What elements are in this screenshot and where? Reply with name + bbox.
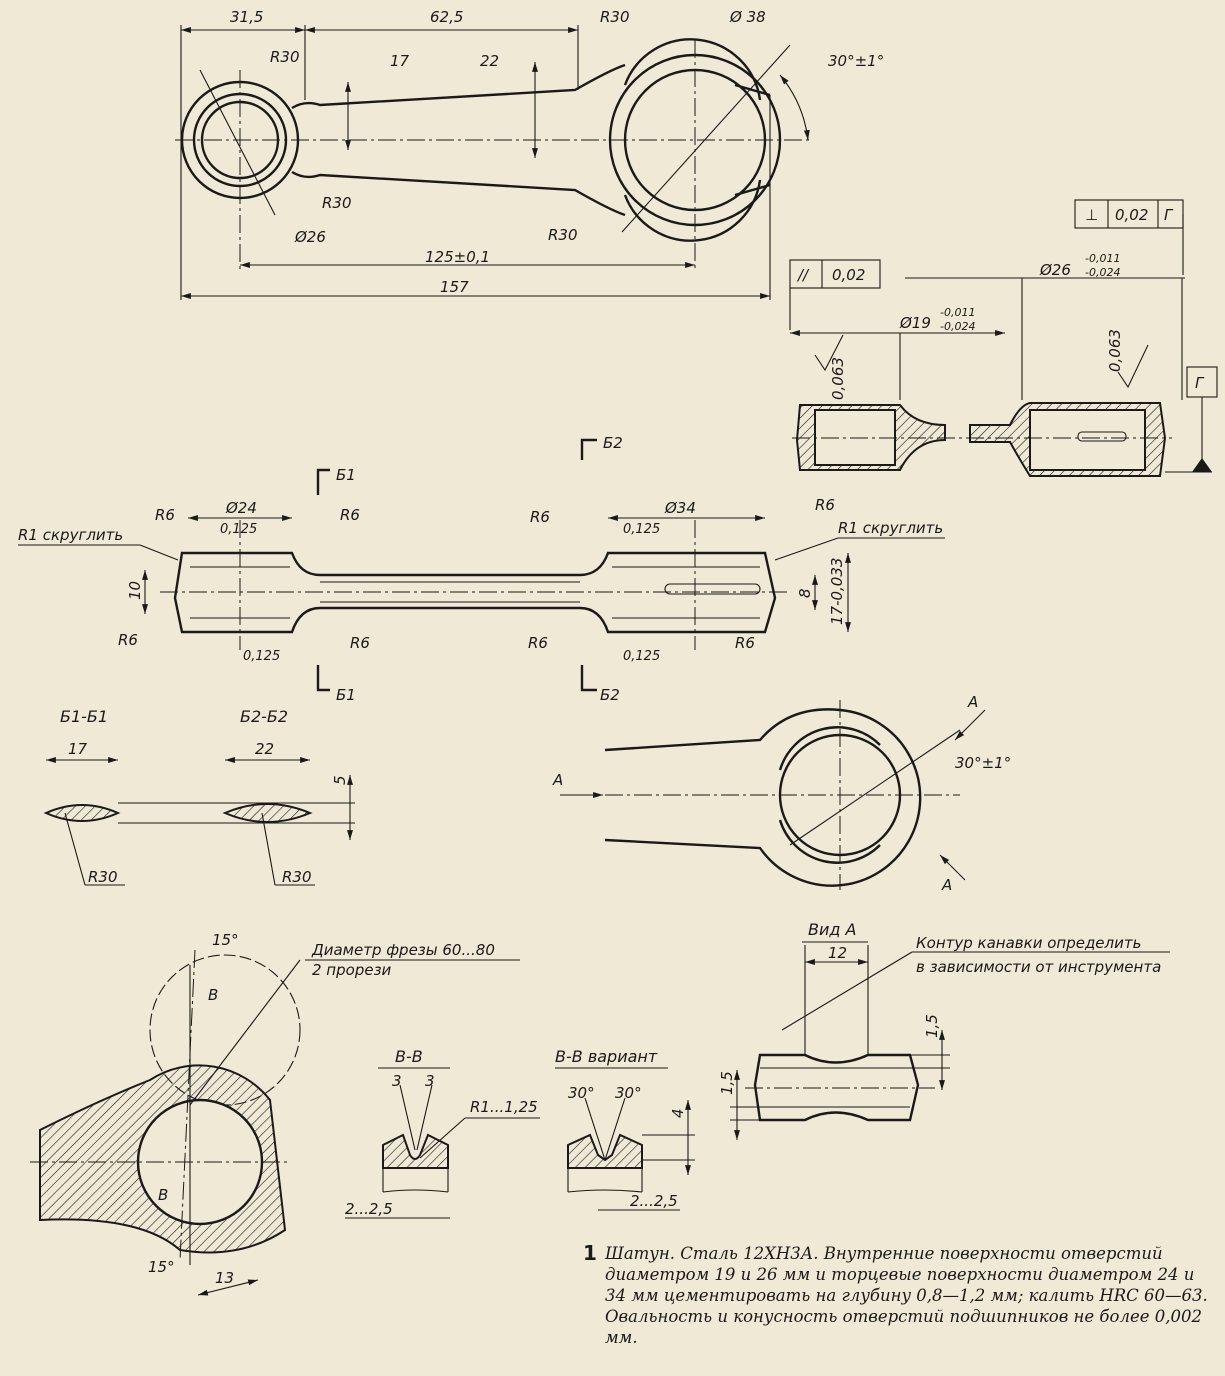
section-b1-top: Б1 [336, 466, 356, 484]
parallelism-value: 0,02 [832, 266, 865, 284]
section-b2-top: Б2 [603, 434, 623, 452]
dia-19-label: Ø19 [899, 314, 931, 332]
section-thickness: 5 [331, 775, 349, 785]
dim-dia-26: Ø26 [294, 228, 326, 246]
tol-0125-a: 0,125 [220, 522, 257, 537]
arrow-view: A A A 30°±1° [552, 693, 1011, 894]
caption: 1 Шатун. Сталь 12ХН3А. Внутренние поверх… [583, 1243, 1210, 1348]
dia-26-upper-tol: -0,011 [1085, 252, 1120, 265]
dia-19-lower-tol: -0,024 [940, 320, 975, 333]
section-b2-bottom: Б2 [600, 686, 620, 704]
dim-dia-34: Ø34 [664, 499, 696, 517]
vv-radius: R1...1,25 [470, 1098, 538, 1116]
dim-r30-lower-left: R30 [322, 194, 352, 212]
variant-depth: 2...2,5 [630, 1192, 678, 1210]
r6-g: R6 [528, 634, 548, 652]
dim-r30-lower-right: R30 [548, 226, 578, 244]
dim-17-033: 17-0,033 [828, 558, 846, 625]
cuts-note: 2 прорези [312, 961, 392, 979]
perpendicularity-symbol: ⊥ [1085, 206, 1098, 224]
parallelism-symbol: // [796, 266, 810, 284]
perpendicularity-value: 0,02 [1115, 206, 1148, 224]
bearing-detail-view: ⊥ 0,02 Г // 0,02 Ø26 -0,011 -0,024 Ø19 -… [789, 199, 1218, 477]
vv-section-title: В-В [395, 1047, 423, 1066]
plan-view: 31,5 62,5 R30 Ø 38 30°±1° R30 17 22 R30 … [175, 8, 884, 300]
r6-c: R6 [530, 508, 550, 526]
dim-angle-30: 30°±1° [828, 52, 884, 70]
dim-31-5: 31,5 [230, 8, 263, 26]
dia-19-upper-tol: -0,011 [940, 306, 975, 319]
section-b1-bottom: Б1 [336, 686, 356, 704]
slot-angle-bottom: 15° [148, 1258, 175, 1276]
r1-right-note: R1 скруглить [838, 519, 943, 537]
section-b1-width: 17 [68, 740, 88, 758]
vv-dim-3a: 3 [392, 1072, 402, 1090]
tol-0125-b: 0,125 [623, 522, 660, 537]
perpendicularity-datum: Г [1164, 206, 1174, 224]
view-angle-30: 30°±1° [955, 754, 1011, 772]
roughness-right: 0,063 [1106, 329, 1124, 372]
view-a-arrow-left: A [552, 771, 563, 789]
r30-section-b: R30 [282, 868, 312, 886]
variant-angle-b: 30° [615, 1084, 642, 1102]
vv-variant-section: В-В вариант 30° 30° 4 2...2,5 [555, 1047, 695, 1211]
r6-f: R6 [350, 634, 370, 652]
variant-angle-a: 30° [568, 1084, 595, 1102]
view-a-width-12: 12 [828, 944, 847, 962]
view-a-arrow-top: A [967, 693, 978, 711]
dia-26-label: Ø26 [1039, 261, 1071, 279]
r6-h: R6 [735, 634, 755, 652]
dim-17: 17 [390, 52, 410, 70]
dim-dia-24: Ø24 [225, 499, 257, 517]
section-v-top: В [208, 986, 218, 1004]
view-a: Вид А 12 Контур канавки определить в зав… [718, 920, 1170, 1140]
r1-left-note: R1 скруглить [18, 526, 123, 544]
slot-angle-top: 15° [212, 931, 239, 949]
view-a-dim-15b: 1,5 [718, 1071, 736, 1095]
variant-dim-4: 4 [669, 1108, 687, 1118]
slot-view: 15° 15° Диаметр фрезы 60...80 2 прорези … [30, 931, 520, 1296]
tol-0125-d: 0,125 [623, 649, 660, 664]
dia-26-lower-tol: -0,024 [1085, 266, 1120, 279]
section-b1-title: Б1-Б1 [60, 707, 108, 726]
dim-22: 22 [480, 52, 499, 70]
dim-10: 10 [126, 581, 144, 600]
view-a-dim-15a: 1,5 [923, 1014, 941, 1038]
vv-dim-3b: 3 [425, 1072, 435, 1090]
view-a-note-line1: Контур канавки определить [916, 934, 1141, 952]
dim-8: 8 [796, 588, 814, 598]
cross-sections: Б1-Б1 Б2-Б2 17 22 5 R30 R30 [43, 707, 355, 886]
side-view: Б1 Б1 Б2 Б2 Ø24 Ø34 0,125 0,125 0,125 0,… [18, 434, 945, 704]
caption-number: 1 [583, 1241, 597, 1265]
vv-variant-title: В-В вариант [555, 1047, 658, 1066]
dim-62-5: 62,5 [430, 8, 463, 26]
dim-overall-length: 157 [440, 278, 469, 296]
vv-depth: 2...2,5 [345, 1200, 393, 1218]
vv-section: В-В 3 3 R1...1,25 2...2,5 [345, 1047, 540, 1219]
r6-e: R6 [118, 631, 138, 649]
view-a-title: Вид А [808, 920, 856, 939]
section-b2-width: 22 [255, 740, 274, 758]
tol-0125-c: 0,125 [243, 649, 280, 664]
roughness-left: 0,063 [829, 357, 847, 400]
cutter-diameter-note: Диаметр фрезы 60...80 [311, 941, 495, 959]
r30-section-a: R30 [88, 868, 118, 886]
section-v-bottom: В [158, 1186, 168, 1204]
view-a-note-line2: в зависимости от инструмента [916, 958, 1161, 976]
dim-dia-38: Ø 38 [729, 8, 766, 26]
r6-d: R6 [815, 496, 835, 514]
datum-letter: Г [1195, 374, 1205, 392]
dim-r30-small: R30 [270, 48, 300, 66]
r6-b: R6 [340, 506, 360, 524]
dim-r30-top: R30 [600, 8, 630, 26]
caption-text: Шатун. Сталь 12ХН3А. Внутренние поверхно… [605, 1244, 1208, 1347]
section-b2-title: Б2-Б2 [240, 707, 288, 726]
r6-a: R6 [155, 506, 175, 524]
view-a-arrow-bottom: A [941, 876, 952, 894]
dim-center-distance: 125±0,1 [425, 248, 490, 266]
slot-dim-13: 13 [215, 1269, 234, 1287]
